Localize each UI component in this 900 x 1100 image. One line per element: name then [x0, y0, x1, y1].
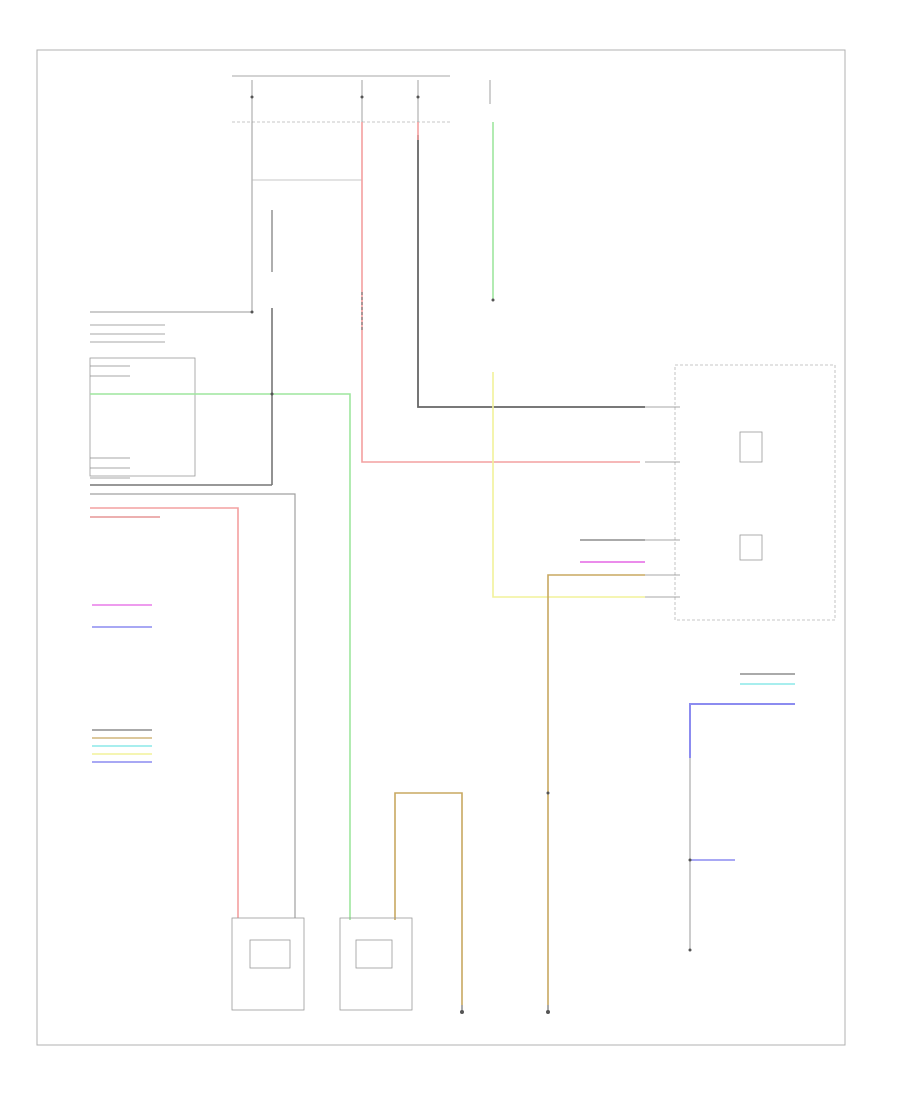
bottom-component-left [231, 917, 305, 1011]
diagram-frame [36, 49, 846, 1046]
gray-wire-left [90, 493, 296, 918]
blue-wire-right [689, 703, 795, 758]
red-wire-center [361, 122, 640, 463]
top-connector-group [232, 75, 491, 123]
green-wire [90, 393, 351, 920]
yellow-wire [492, 372, 645, 598]
connector-box-left-1 [89, 357, 196, 477]
ground-symbol-1 [460, 1005, 464, 1014]
bottom-component-center [339, 917, 413, 1011]
right-assembly [674, 364, 836, 621]
red-wire-left [90, 507, 239, 918]
dark-wire-center [417, 135, 645, 408]
tan-wire [547, 574, 645, 1005]
ground-symbol-2 [546, 1005, 550, 1014]
left-wiring [90, 122, 362, 486]
tan-wire-bottom [394, 792, 463, 1005]
